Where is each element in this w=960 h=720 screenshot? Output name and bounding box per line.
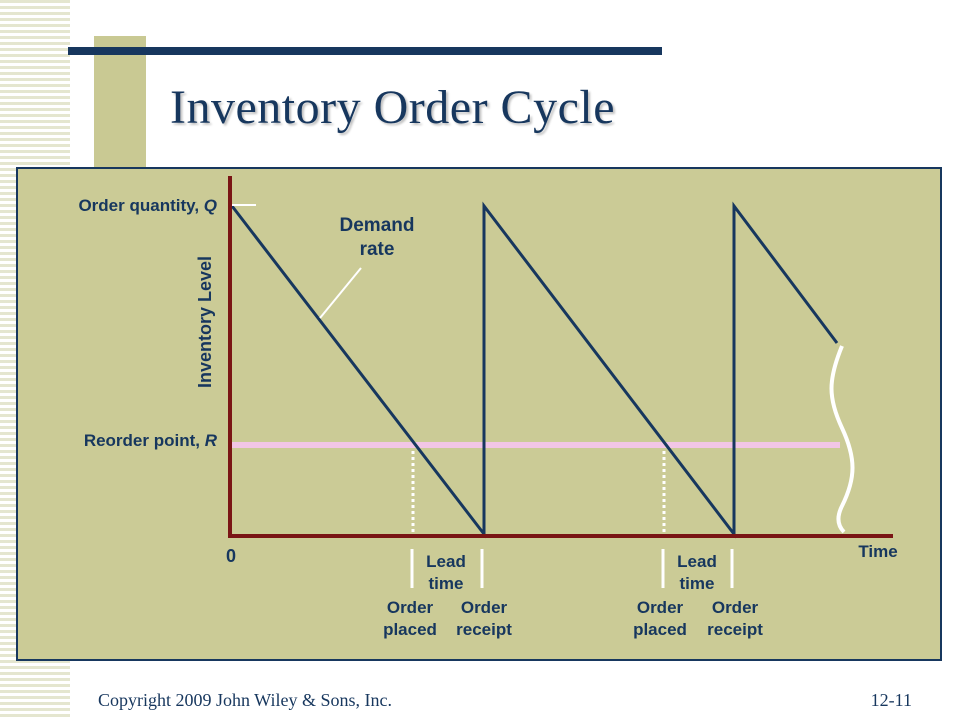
order-receipt-label-2-line2: receipt <box>707 620 763 639</box>
order-receipt-label-1-line1: Order <box>461 598 508 617</box>
slide-title: Inventory Order Cycle <box>170 81 616 134</box>
order-receipt-label-2-line1: Order <box>712 598 759 617</box>
diagram-panel <box>16 167 942 661</box>
lead-time-label-2-line1: Lead <box>677 552 717 571</box>
order-placed-label-2-line2: placed <box>633 620 687 639</box>
decorative-olive-block <box>94 36 146 168</box>
order-placed-label-2-line1: Order <box>637 598 684 617</box>
lead-time-label-1-line1: Lead <box>426 552 466 571</box>
order-quantity-label: Order quantity, Q <box>78 196 217 215</box>
lead-time-label-2-line2: time <box>680 574 715 593</box>
inventory-sawtooth-line <box>230 201 839 539</box>
slide-number: 12-11 <box>870 690 912 710</box>
demand-rate-label-line2: rate <box>360 239 395 260</box>
axis-break-wave <box>829 345 855 534</box>
demand-rate-pointer <box>319 267 362 319</box>
x-axis-label: Time <box>858 542 897 561</box>
demand-rate-label-line1: Demand <box>340 215 415 236</box>
order-placed-label-1-line2: placed <box>383 620 437 639</box>
y-axis-label: Inventory Level <box>195 256 215 388</box>
order-receipt-label-1-line2: receipt <box>456 620 512 639</box>
title-rule <box>68 47 662 55</box>
lead-time-label-1-line2: time <box>429 574 464 593</box>
reorder-point-label: Reorder point, R <box>84 431 218 450</box>
origin-label: 0 <box>226 546 236 566</box>
order-placed-label-1-line1: Order <box>387 598 434 617</box>
copyright-text: Copyright 2009 John Wiley & Sons, Inc. <box>98 690 392 710</box>
